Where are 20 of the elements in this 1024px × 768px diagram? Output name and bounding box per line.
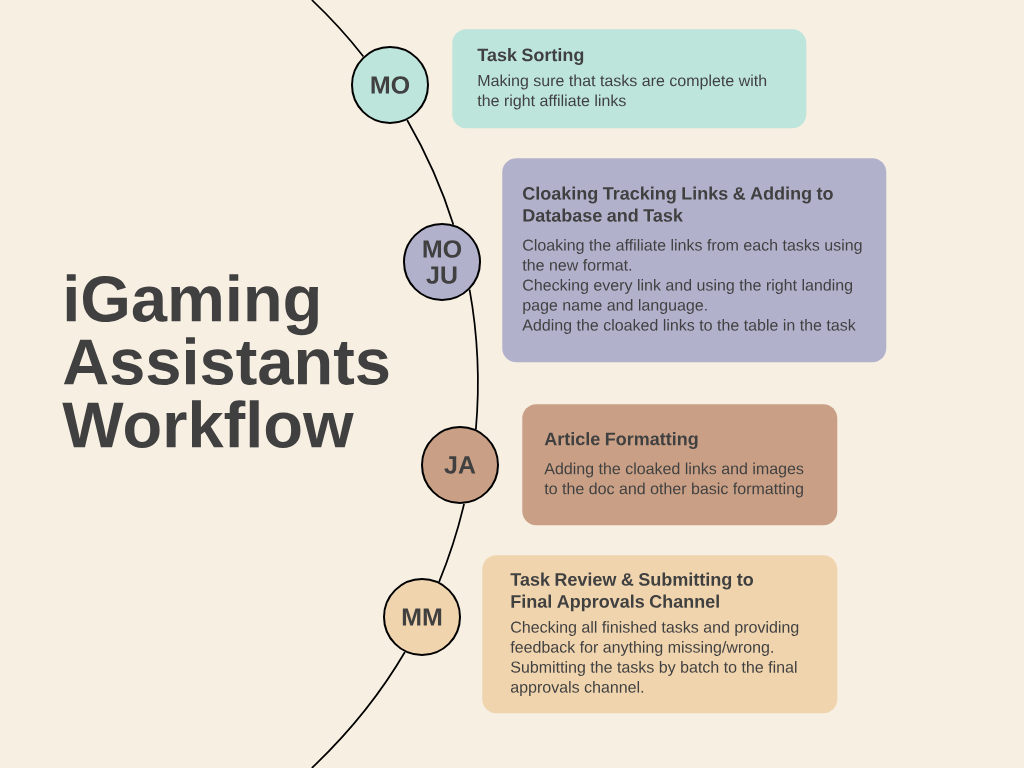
card-title: Article Formatting: [544, 432, 698, 449]
card-description: Adding the cloaked links to the table in the task: [522, 319, 856, 334]
step-card: [522, 404, 838, 526]
timeline-arc: [468, 288, 479, 431]
timeline-arc: [438, 502, 465, 583]
title: iGaming Assistants Workflow: [62, 274, 389, 448]
card-description: Checking all finished tasks and providing feedback for anything missing/wrong. Submitting the tasks by batch to the final approvals channel.: [510, 621, 799, 696]
card-title: Cloaking Tracking Links & Adding to Database and Task: [523, 186, 833, 222]
card-title: Task Sorting: [477, 48, 584, 65]
step-card: [452, 29, 807, 129]
card-title: Task Review & Submitting to Final Approvals Channel: [510, 572, 754, 612]
step-card: [502, 158, 887, 363]
timeline-arc: [406, 119, 455, 226]
card-description: Checking every link and using the right landing page name and language.: [523, 279, 852, 314]
timeline-arc: [311, 0, 365, 58]
card-description: Adding the cloaked links and images to the doc and other basic formatting: [544, 462, 804, 498]
card-description: Cloaking the affiliate links from each tasks using the new format.: [522, 239, 862, 271]
timeline-arc: [311, 651, 406, 768]
card-description: Making sure that tasks are complete with the right affiliate links: [477, 74, 767, 110]
step-card: [482, 555, 838, 714]
